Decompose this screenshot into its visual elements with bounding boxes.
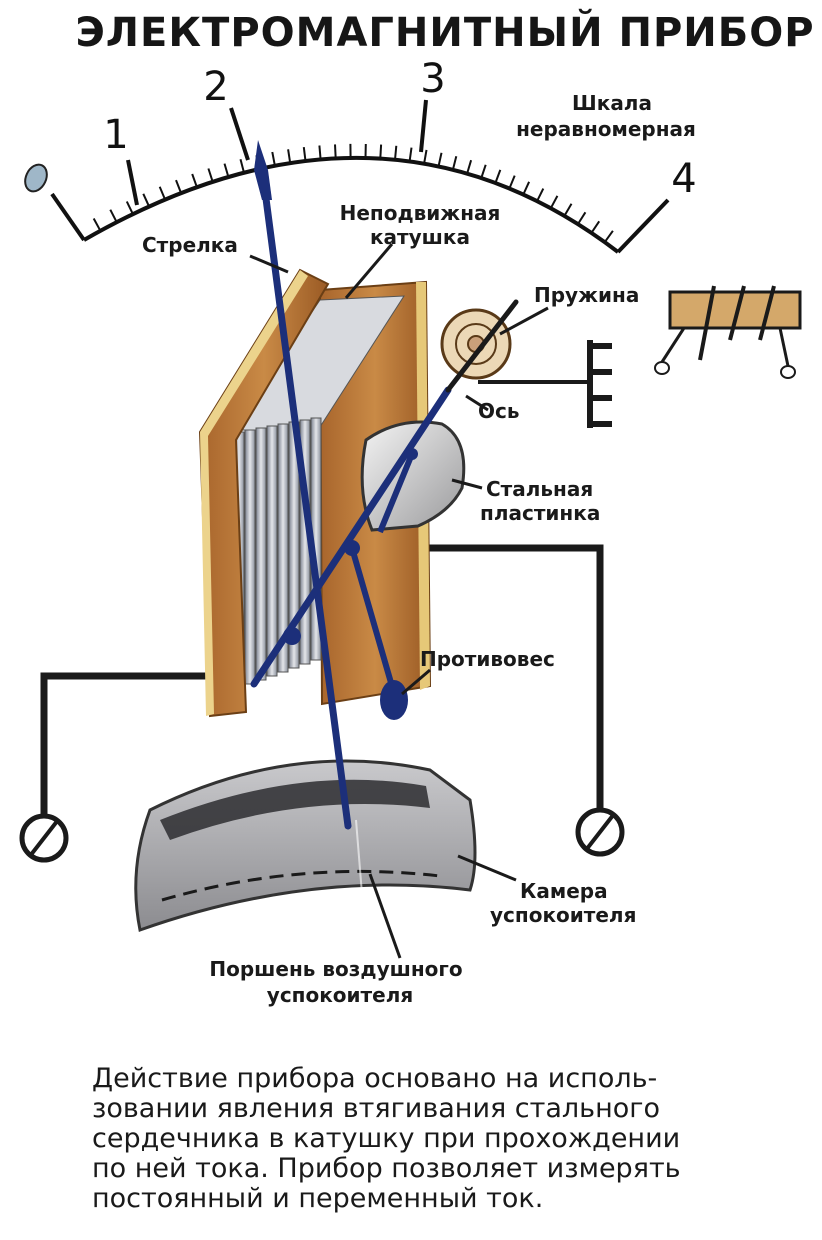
- scale-minor-tick: [302, 146, 307, 162]
- scale-minor-tick: [590, 220, 601, 234]
- scale-minor-tick: [451, 155, 458, 171]
- scale-label-line1: Шкала: [572, 91, 652, 115]
- scale-minor-tick: [394, 145, 398, 160]
- scale-minor-tick: [318, 145, 322, 160]
- scale-minor-tick: [239, 158, 245, 173]
- scale-major-tick-2: [229, 107, 250, 161]
- description-line-2: зовании явления втягивания стального: [92, 1093, 660, 1124]
- plate-arm: [377, 452, 415, 534]
- scale-minor-tick: [92, 218, 102, 232]
- label-coil-line1: Неподвижная: [340, 201, 501, 225]
- left-wire: [40, 672, 216, 820]
- scale-minor-tick: [158, 186, 167, 200]
- scale-major-tick-3: [419, 99, 428, 153]
- scale-minor-tick: [207, 168, 214, 183]
- coil-inset-icon: [654, 285, 802, 379]
- label-plate-line2: пластинка: [480, 501, 600, 525]
- scale-number-4: 4: [671, 156, 696, 202]
- scale-minor-tick: [142, 193, 151, 208]
- label-chamber-line1: Камера: [520, 879, 608, 903]
- scale-minor-tick: [334, 144, 337, 159]
- description-text: Действие прибора основано на исполь- зов…: [92, 1064, 752, 1214]
- scale-minor-tick: [536, 188, 545, 202]
- label-coil-line2: катушка: [370, 225, 470, 249]
- scale-minor-tick: [125, 201, 134, 215]
- axis-rod: [445, 299, 519, 393]
- scale-minor-tick: [175, 179, 183, 194]
- scale-minor-tick: [223, 163, 230, 178]
- scale-minor-tick: [191, 173, 198, 188]
- label-chamber-line2: успокоителя: [490, 903, 636, 927]
- ground-symbol-icon: [587, 340, 612, 428]
- label-plate-line1: Стальная: [486, 477, 593, 501]
- damper-chamber: [134, 759, 477, 932]
- scale-minor-tick: [379, 144, 383, 159]
- scale-minor-tick: [437, 152, 443, 167]
- description-line-1: Действие прибора основано на исполь-: [92, 1063, 658, 1094]
- needle-tip: [254, 140, 272, 200]
- needle-shaft: [258, 164, 352, 830]
- scale-minor-tick: [577, 211, 587, 225]
- scale-major-tick-0: [50, 192, 86, 242]
- description-line-5: постоянный и переменный ток.: [92, 1183, 544, 1214]
- scale-minor-tick: [466, 159, 473, 174]
- scale-label-line2: неравномерная: [516, 117, 696, 141]
- label-counterweight: Противовес: [420, 647, 555, 671]
- wires: [40, 380, 604, 820]
- scale-major-tick-4: [616, 198, 670, 254]
- scale-number-3: 3: [420, 56, 445, 102]
- coil-plate: [244, 429, 256, 685]
- left-terminal: [19, 813, 69, 863]
- scale: 0 1 2 3 4 Шкала неравномерная: [24, 56, 697, 254]
- right-terminal: [575, 807, 625, 857]
- right-wire: [420, 544, 604, 810]
- scale-number-1: 1: [103, 112, 128, 158]
- zero-dot-icon: [24, 163, 48, 193]
- scale-number-0: 0: [25, 156, 50, 202]
- scale-major-tick-1: [126, 159, 139, 206]
- scale-number-2: 2: [203, 64, 228, 110]
- label-strelka: Стрелка: [142, 233, 238, 257]
- scale-minor-tick: [494, 169, 502, 184]
- coil-plate: [255, 427, 267, 681]
- scale-minor-tick: [109, 209, 118, 223]
- label-axis: Ось: [478, 399, 520, 423]
- scale-minor-tick: [408, 147, 413, 162]
- spring-disk: [440, 308, 512, 380]
- scale-minor-tick: [287, 149, 292, 164]
- scale-minor-tick: [563, 203, 573, 217]
- label-piston-line1: Поршень воздушного: [209, 957, 462, 981]
- description-line-3: сердечника в катушку при прохождении: [92, 1123, 681, 1154]
- callout-lines: [249, 243, 549, 959]
- scale-minor-tick: [603, 230, 614, 243]
- scale-minor-tick: [480, 164, 487, 179]
- counterweight-arm: [349, 547, 399, 701]
- steel-plate: [360, 420, 466, 532]
- label-spring: Пружина: [534, 283, 639, 307]
- scale-minor-tick: [508, 175, 516, 189]
- description-line-4: по ней тока. Прибор позволяет измерять: [92, 1153, 681, 1184]
- scale-minor-tick: [271, 151, 276, 166]
- label-piston-line2: успокоителя: [267, 983, 413, 1007]
- scale-minor-tick: [522, 181, 531, 195]
- coil-plate: [277, 423, 289, 673]
- scale-minor-tick: [549, 195, 559, 209]
- scale-minor-tick: [423, 149, 428, 164]
- diagram-title: ЭЛЕКТРОМАГНИТНЫЙ ПРИБОР: [75, 8, 814, 56]
- pointer-needle: [250, 140, 519, 830]
- scale-arc: [83, 155, 620, 254]
- counterweight: [380, 680, 408, 720]
- coil-plate: [266, 425, 278, 677]
